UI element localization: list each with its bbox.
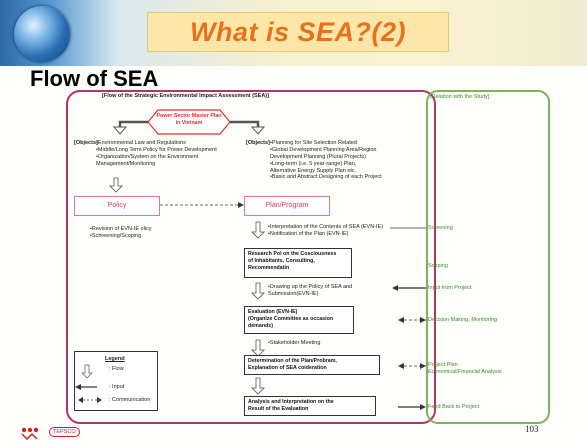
analysis-box: Analysis and Interpretation on the Resul… bbox=[244, 396, 376, 416]
plan-program-box: Plan/Program bbox=[244, 196, 330, 216]
relation-input-from-project: Input from Project bbox=[428, 285, 472, 291]
relation-economical-analysis: Economical/Financial Analysis bbox=[428, 369, 502, 375]
flow-heading: [Flow of the Strategic Environmental Imp… bbox=[102, 93, 269, 99]
legend-flow: : Flow bbox=[109, 366, 124, 372]
objects-right-label: [Objects] bbox=[246, 140, 270, 146]
policy-box: Policy bbox=[74, 196, 160, 216]
objects-left-list: •Environmental Law and Regulations •Midd… bbox=[96, 140, 217, 167]
legend-communication: : Communication bbox=[109, 397, 151, 403]
relation-frame bbox=[426, 90, 550, 424]
relation-heading: [Relation with the Study] bbox=[430, 94, 490, 100]
evaluation-box: Evaluation (EVN-IE) (Organize Committee … bbox=[244, 306, 354, 334]
legend-title: Legend bbox=[105, 356, 125, 362]
relation-screening: Screening bbox=[428, 225, 453, 231]
research-poll-box: Research Pol on the Cosciousness of Inha… bbox=[244, 248, 352, 278]
determination-box: Determination of the Plan/Probram, Expla… bbox=[244, 355, 380, 375]
sea-flow-frame bbox=[66, 90, 436, 424]
legend-box: Legend : Flow : Input : Communication bbox=[74, 351, 158, 411]
step1-notes: •Drawing up the Policy of SEA and Submis… bbox=[268, 284, 353, 297]
globe-icon bbox=[14, 6, 70, 62]
objects-left-label: [Objects] bbox=[74, 140, 98, 146]
legend-input: : Input bbox=[109, 384, 125, 390]
slide-subtitle: Flow of SEA bbox=[30, 66, 159, 91]
objects-right-list: •Planning for Site Selection Related •Gl… bbox=[270, 140, 382, 181]
page-number: 103 bbox=[525, 424, 539, 434]
relation-scoping: Scoping bbox=[428, 263, 448, 269]
policy-notes: •Revision of EVN-IE olicy •Schreening/Sc… bbox=[90, 226, 152, 239]
legend-symbols bbox=[75, 364, 102, 403]
step2-notes: •Stakeholder Meeting bbox=[268, 340, 321, 346]
company-name: TEPSCO bbox=[49, 427, 80, 437]
relation-project-plan: Project Plan bbox=[428, 362, 458, 368]
company-logo-icon bbox=[21, 427, 39, 440]
plan-notes: •Interpretation of the Contents of SEA (… bbox=[268, 224, 384, 237]
relation-feed-back: Feed Back to Project bbox=[428, 404, 480, 410]
slide-title: What is SEA?(2) bbox=[147, 12, 449, 52]
relation-decision-making: Decision Making, Monitoring bbox=[428, 317, 498, 323]
master-plan-label: Power Sector Master Plan in Vietnam bbox=[156, 113, 222, 126]
